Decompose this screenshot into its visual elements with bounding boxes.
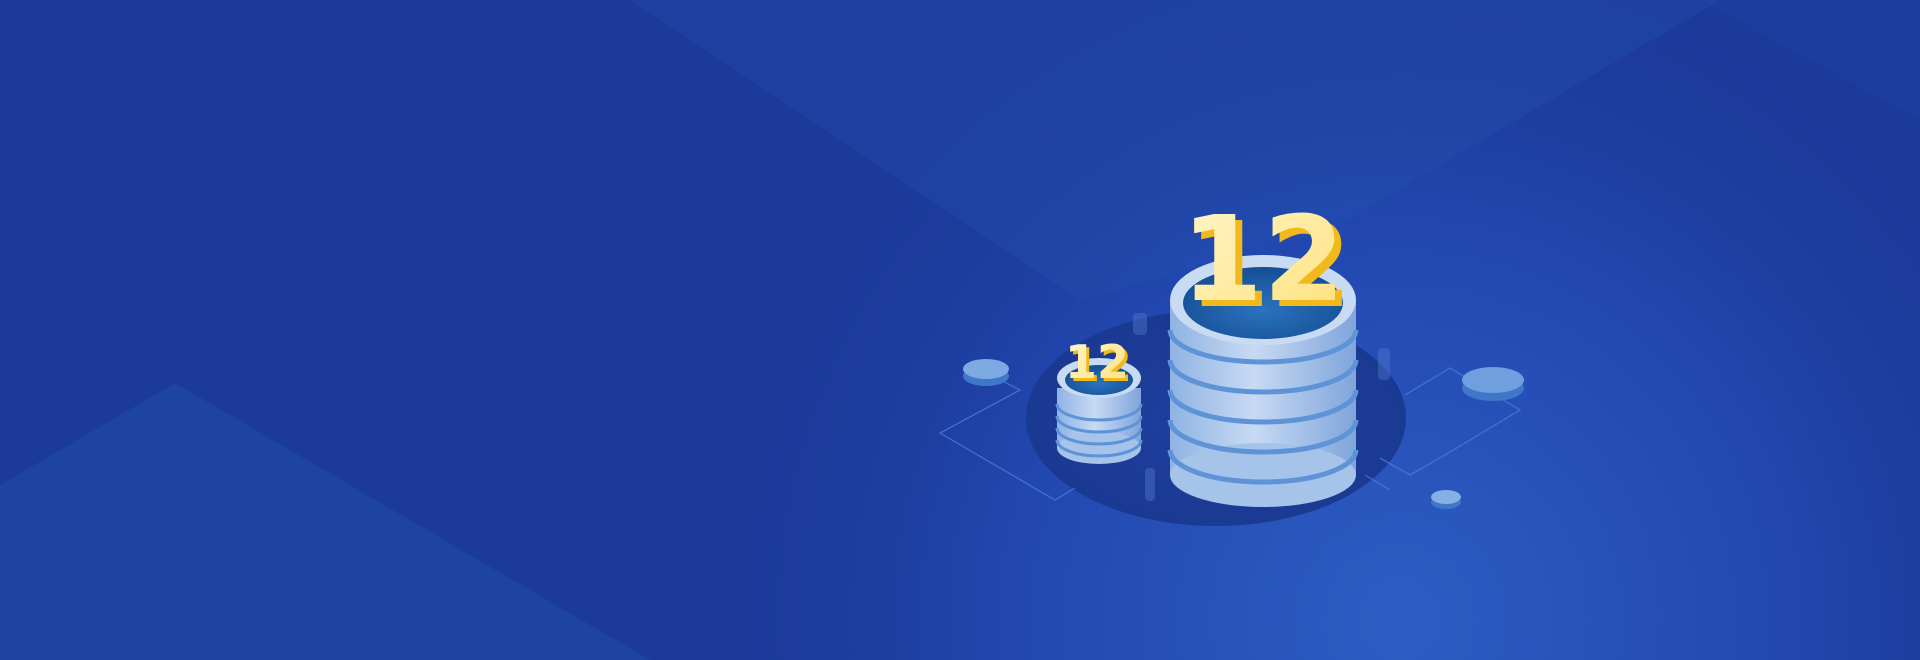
small-number-text: 12 xyxy=(1065,335,1129,389)
node-right xyxy=(1462,367,1524,401)
background-plane-bottom-left xyxy=(0,383,650,660)
background-plane-top xyxy=(630,0,1720,300)
small-coin-stack xyxy=(1055,358,1143,464)
small-number-shadow: 12 xyxy=(1068,338,1132,392)
node-left xyxy=(963,359,1009,386)
circuit-lines xyxy=(938,367,1522,501)
large-coin-stack xyxy=(1167,255,1359,507)
background-plane-top-right xyxy=(1380,0,1920,120)
node-bottom-right xyxy=(1431,490,1461,509)
small-number-label: 12 12 xyxy=(1065,335,1132,392)
pillars xyxy=(1133,313,1390,501)
large-number-label: 12 12 xyxy=(1181,190,1352,334)
large-number-shadow: 12 xyxy=(1188,196,1352,334)
large-number-text: 12 xyxy=(1181,190,1345,328)
